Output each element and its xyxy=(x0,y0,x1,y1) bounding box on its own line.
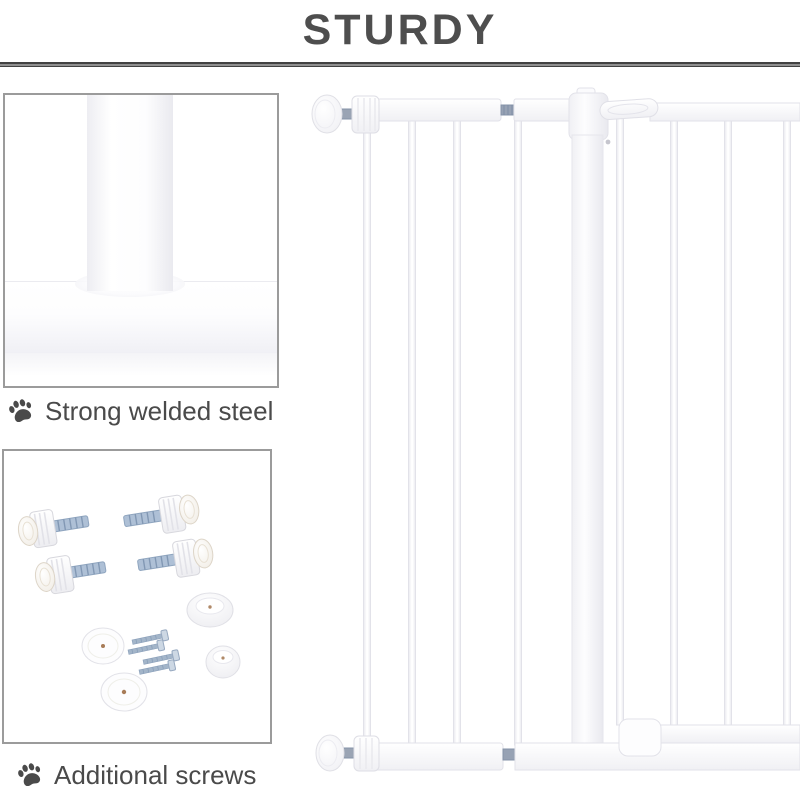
top-rail xyxy=(376,98,800,122)
screw xyxy=(138,659,176,675)
paw-icon xyxy=(18,763,41,787)
hardware-illustration xyxy=(17,494,241,712)
door-bottom-bar xyxy=(656,724,800,744)
welded-steel-photo-inner xyxy=(5,95,277,386)
bottom-rail xyxy=(370,742,800,771)
crossbar-shadow xyxy=(5,353,277,386)
hardware-photo xyxy=(2,449,272,744)
spindle-bolt xyxy=(123,494,200,534)
feature-caption-label: Strong welded steel xyxy=(45,396,274,426)
feature-caption-additional-screws: Additional screws xyxy=(15,760,256,791)
latch-catch xyxy=(618,718,662,757)
screw xyxy=(131,629,169,645)
pressure-knob-bottom xyxy=(315,734,380,772)
spacer-disc xyxy=(100,672,148,712)
gate-post-closeup xyxy=(87,95,173,291)
latch-handle xyxy=(599,98,659,121)
wall-cup xyxy=(205,645,241,679)
screw xyxy=(127,639,165,655)
title-divider xyxy=(0,62,800,67)
feature-caption-welded-steel: Strong welded steel xyxy=(6,396,273,427)
spindle-bolt xyxy=(17,509,90,549)
pressure-knob-top xyxy=(311,94,380,134)
page-title: STURDY xyxy=(302,6,498,54)
feature-caption-label: Additional screws xyxy=(54,760,257,790)
spindle-bolt xyxy=(34,555,107,595)
spacer-disc xyxy=(81,627,125,665)
pet-gate-photo xyxy=(311,87,800,772)
paw-icon xyxy=(9,399,32,423)
wall-cup xyxy=(186,592,234,628)
screw xyxy=(142,649,180,665)
hinge-post xyxy=(568,87,611,744)
spindle-bolt xyxy=(137,538,214,578)
welded-steel-photo xyxy=(3,93,279,388)
